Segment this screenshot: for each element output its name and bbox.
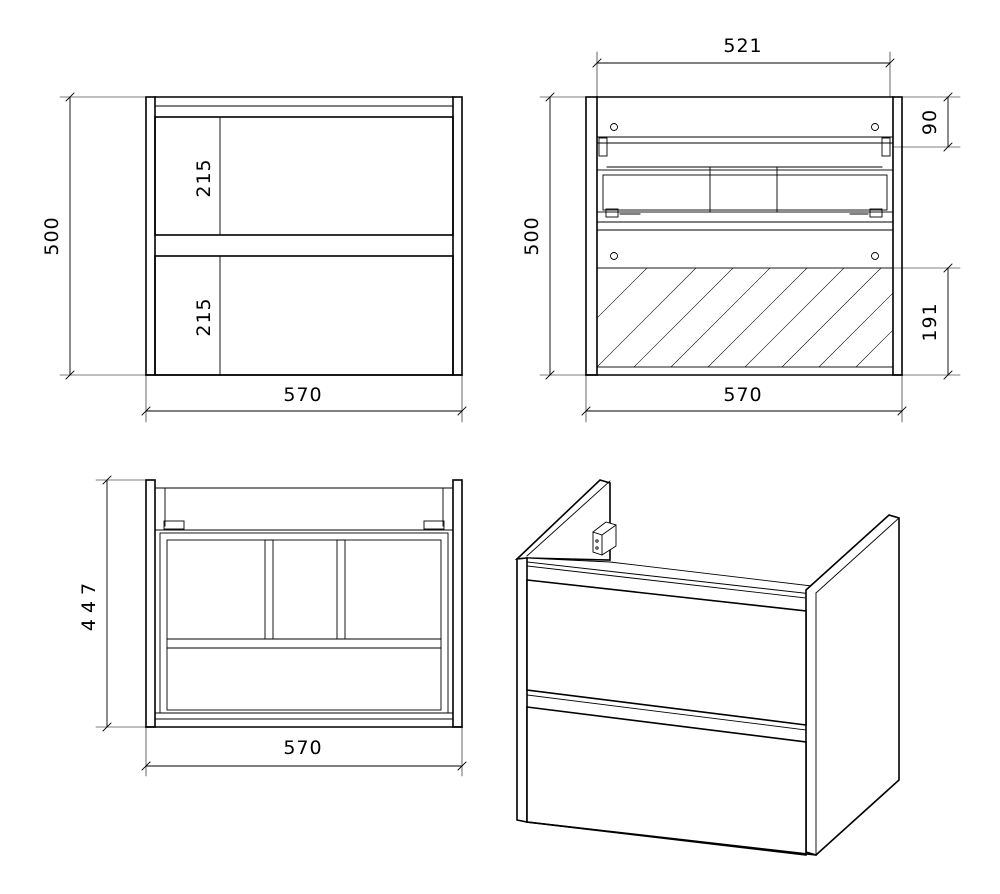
back-hatch-pattern <box>597 268 893 367</box>
back-view: 521 500 90 191 570 <box>521 35 961 423</box>
front-drawer-bottom-dimension: 215 <box>193 297 215 336</box>
front-drawer-top-dimension: 215 <box>193 158 215 197</box>
front-view: 215 215 500 570 <box>41 92 467 423</box>
back-height-dimension: 500 <box>521 216 543 255</box>
top-width-dimension: 570 <box>283 737 322 759</box>
back-hatch-height-dimension: 191 <box>919 302 941 341</box>
back-inner-width-dimension: 521 <box>723 35 762 57</box>
back-top-offset-dimension: 90 <box>919 109 941 135</box>
top-depth-dimension: 447 <box>78 577 100 631</box>
isometric-view <box>514 479 900 856</box>
back-width-dimension: 570 <box>723 384 762 406</box>
top-view: 447 570 <box>78 475 467 777</box>
front-height-dimension: 500 <box>41 216 63 255</box>
front-width-dimension: 570 <box>283 384 322 406</box>
